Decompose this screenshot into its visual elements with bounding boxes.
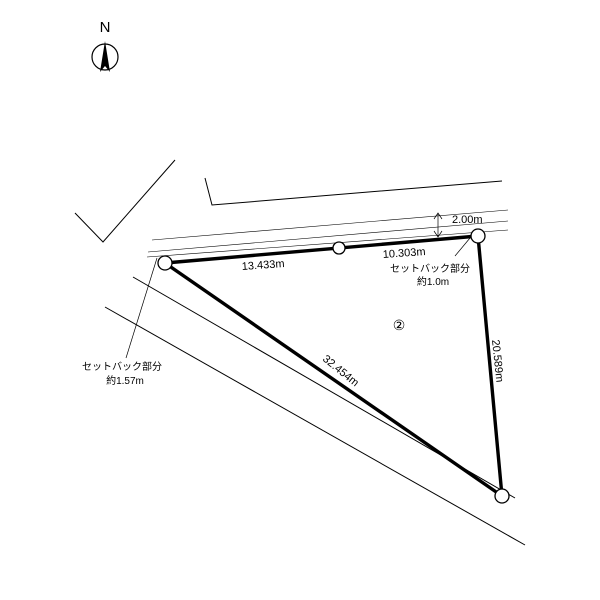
vertex-marker-mid — [332, 241, 346, 255]
setback-right-value: 約1.0m — [417, 275, 449, 288]
north-label: N — [100, 19, 111, 36]
north-compass-icon: N — [91, 19, 119, 72]
edge-label-top-right: 10.303m — [382, 246, 426, 261]
edge-label-right: 20.589m — [489, 339, 505, 383]
road-north-edge — [204, 177, 503, 206]
edge-label-top-left: 13.433m — [241, 258, 285, 273]
adjacent-lot-boundary — [74, 159, 176, 243]
road-width-dimension — [433, 212, 443, 238]
setback-left-leader — [125, 257, 158, 359]
setback-left-value: 約1.57m — [106, 374, 144, 387]
lot-boundary — [163, 234, 504, 498]
setback-line — [146, 229, 509, 258]
vertex-marker-southeast — [494, 488, 510, 504]
lot-number: ② — [393, 317, 406, 333]
road-width-label: 2.00m — [452, 214, 483, 226]
road-southwest-edge-outer — [104, 306, 526, 546]
setback-right-label: セットバック部分 — [390, 262, 470, 275]
setback-right-leader — [454, 237, 471, 257]
vertex-marker-northeast — [470, 228, 486, 244]
setback-left-label: セットバック部分 — [82, 360, 162, 373]
road-line-2 — [147, 220, 509, 253]
vertex-marker-west — [157, 255, 173, 271]
road-line-1 — [151, 209, 509, 241]
